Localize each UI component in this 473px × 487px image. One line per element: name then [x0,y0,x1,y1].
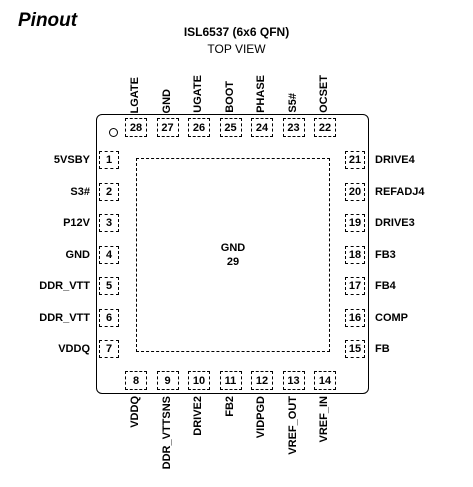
package-body [96,114,369,394]
pin-pad [345,277,365,295]
pin-name: DRIVE4 [375,154,415,166]
pin-number: 17 [348,280,362,292]
pin-number: 14 [318,375,332,387]
pin-pad [345,340,365,358]
pin-pad [99,340,119,358]
pin-pad [99,277,119,295]
pin-pad [314,118,336,137]
pin-name: GND [160,88,173,113]
pin-number: 7 [105,343,113,355]
pin-number: 16 [348,311,362,324]
pin-pad [125,371,147,390]
pin-number: 22 [318,122,332,134]
pin-name: VREF_OUT [286,396,299,455]
pin-name: REFADJ4 [375,185,425,198]
pin-pad [156,118,179,137]
pin-name: COMP [375,311,408,324]
pin-name: LGATE [129,76,141,113]
pin-pad [345,182,365,201]
pin-pad [188,118,210,137]
pin-pad [345,214,365,232]
pin-pad [99,182,119,201]
pin-name: UGATE [192,75,204,113]
pin-name: S3# [70,185,90,198]
pin-name: DDR_VTTSNS [160,396,173,470]
pin-pad [345,245,365,264]
pin-name: VREF_IN [318,396,330,443]
pin-number: 4 [105,248,113,261]
pin-number: 2 [105,185,113,198]
pin-number: 12 [255,375,269,387]
pin-name: DRIVE2 [192,396,204,436]
pin-name: BOOT [223,81,236,113]
pin1-indicator-dot [109,128,118,137]
pin-name: FB2 [223,396,236,417]
pin-number: 9 [164,375,171,387]
view-label: TOP VIEW [207,42,266,56]
pin-name: FB [375,343,390,355]
pin-name: FB4 [375,280,396,292]
pin-pad [99,214,119,232]
pin-number: 11 [224,375,237,387]
pin-pad [282,371,305,390]
exposed-pad-number: 29 [226,256,240,268]
pin-number: 15 [348,343,362,355]
pin-number: 26 [192,122,206,134]
pin-pad [99,245,119,264]
pin-pad [125,118,147,137]
pin-number: 10 [192,375,206,387]
pin-name: GND [65,248,90,261]
pin-number: 3 [105,217,113,229]
pin-number: 25 [224,122,237,134]
pin-pad [99,308,119,327]
pin-name: DRIVE3 [375,217,415,229]
pin-number: 13 [287,375,300,387]
pin-name: FB3 [375,248,396,261]
pin-number: 19 [348,217,362,229]
pin-pad [251,371,273,390]
pin-name: VDDQ [129,396,141,428]
pin-number: 20 [348,185,362,198]
pin-name: OCSET [318,75,330,113]
pin-name: VDDQ [58,343,90,355]
pin-name: S5# [286,93,299,113]
pin-pad [345,151,365,169]
pin-number: 28 [129,122,143,134]
pin-number: 6 [105,311,113,324]
pin-number: 18 [348,248,362,261]
part-title: ISL6537 (6x6 QFN) [183,25,290,39]
pin-number: 23 [287,122,300,134]
pin-pad [219,371,242,390]
pin-pad [251,118,273,137]
pin-number: 1 [105,154,113,166]
exposed-pad [136,158,330,352]
pin-number: 8 [132,375,140,387]
pin-name: DDR_VTT [39,311,90,324]
pin-number: 24 [255,122,269,134]
pin-name: VIDPGD [255,396,267,439]
pin-pad [314,371,336,390]
pin-number: 21 [348,154,362,166]
pin-name: 5VSBY [53,154,90,166]
pin-pad [345,308,365,327]
exposed-pad-name: GND [220,242,246,254]
pin-pad [188,371,210,390]
pin-name: P12V [63,217,90,229]
pin-pad [156,371,179,390]
pin-pad [99,151,119,169]
pin-pad [282,118,305,137]
pin-name: PHASE [255,75,267,113]
pin-number: 5 [105,280,113,292]
pin-number: 27 [161,122,174,134]
pin-name: DDR_VTT [39,280,90,292]
pin-pad [219,118,242,137]
pinout-heading: Pinout [18,10,78,31]
